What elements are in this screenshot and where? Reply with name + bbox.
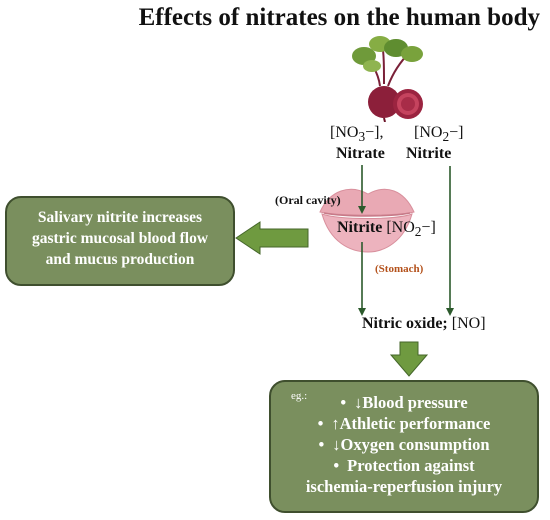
- nitric-oxide-label: Nitric oxide; [NO]: [362, 315, 486, 332]
- effect-item-continuation: ischemia-reperfusion injury: [305, 477, 503, 496]
- effect-item: •↑Athletic performance: [317, 414, 491, 433]
- down-block-arrow: [389, 341, 429, 377]
- oral-cavity-label: (Oral cavity): [275, 193, 341, 207]
- eg-prefix: eg.:: [291, 390, 308, 402]
- effect-item: •↓Oxygen consumption: [318, 435, 490, 454]
- beetroot-icon: [352, 36, 423, 122]
- left-block-arrow: [235, 221, 309, 255]
- mouth-nitrite-label: Nitrite [NO2−]: [337, 219, 436, 240]
- nitrate-formula: [NO3−],: [330, 124, 384, 145]
- effect-item: •Protection against: [333, 456, 475, 475]
- salivary-nitrite-box: Salivary nitrite increases gastric mucos…: [5, 196, 235, 286]
- left-box-line-2: gastric mucosal blood flow: [31, 230, 209, 247]
- lips-icon: [319, 188, 415, 253]
- nitrate-label: Nitrate: [336, 145, 385, 162]
- effect-item: •↓Blood pressure: [340, 393, 468, 412]
- left-box-line-1: Salivary nitrite increases: [37, 209, 203, 226]
- left-box-line-3: and mucus production: [45, 251, 195, 268]
- stomach-label: (Stomach): [375, 263, 424, 275]
- nitrite-label: Nitrite: [406, 145, 452, 162]
- nitrite-formula: [NO2−]: [414, 124, 464, 145]
- effects-box: eg.: •↓Blood pressure •↑Athletic perform…: [269, 380, 539, 513]
- diagram-title: Effects of nitrates on the human body: [138, 4, 540, 31]
